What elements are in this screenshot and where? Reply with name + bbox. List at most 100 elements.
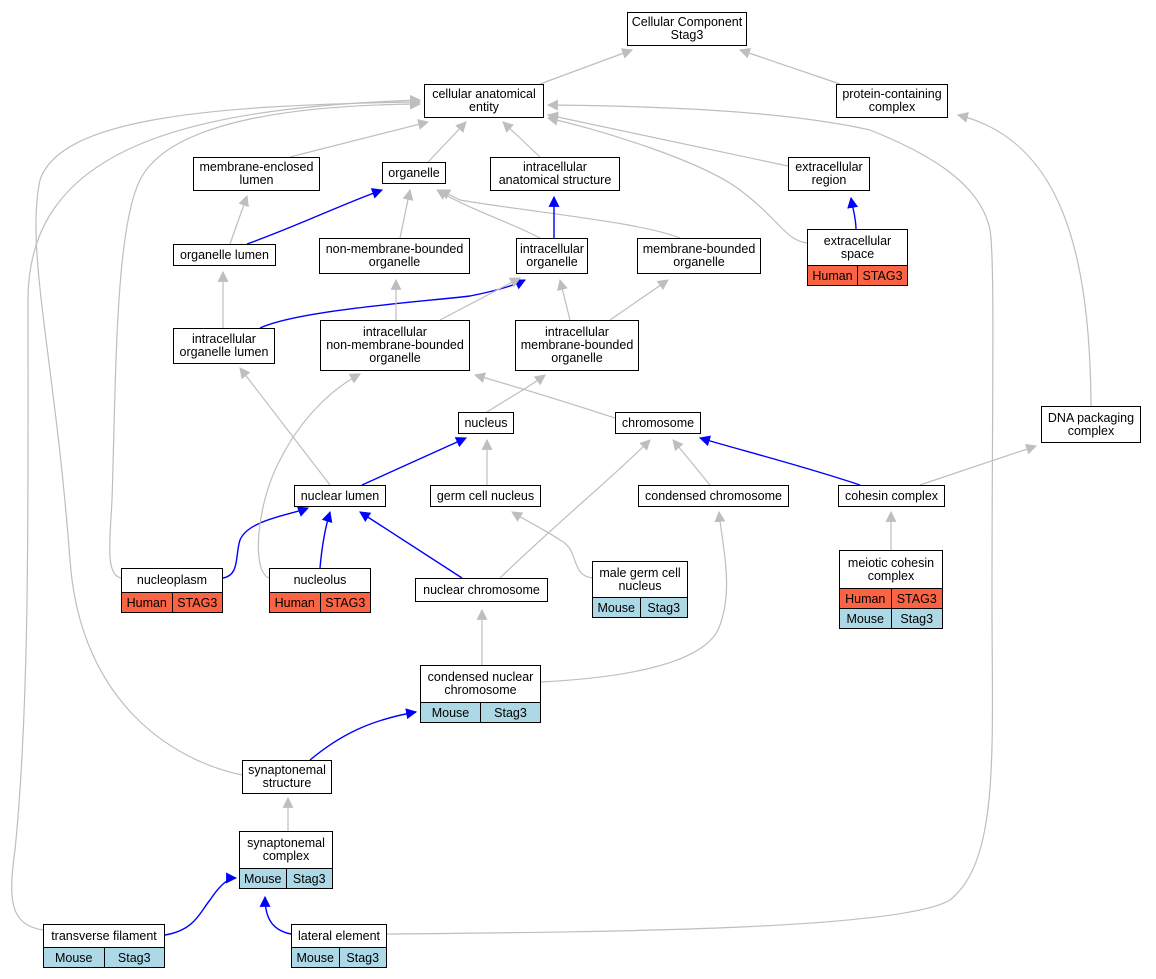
node-iol[interactable]: intracellular organelle lumen	[173, 328, 275, 364]
annotation-gene: STAG3	[319, 593, 371, 612]
annotation-species: Mouse	[431, 705, 470, 720]
node-coh[interactable]: cohesin complex	[838, 485, 945, 507]
edge-nchr-to-nlu	[359, 511, 463, 579]
annotation-gene: STAG3	[857, 266, 907, 285]
annotation-gene: Stag3	[639, 598, 688, 617]
node-nmbo[interactable]: non-membrane-bounded organelle	[319, 238, 470, 274]
node-io[interactable]: intracellular organelle	[516, 238, 588, 274]
edge-tf-to-cae	[11, 94, 422, 931]
node-label: Cellular Component Stag3	[631, 15, 743, 42]
node-label: synaptonemal structure	[248, 763, 326, 790]
annotation-species: Human	[812, 268, 853, 283]
node-label: membrane-bounded organelle	[642, 242, 756, 269]
node-label: protein-containing complex	[842, 87, 942, 114]
annotation-gene: Stag3	[890, 609, 943, 628]
node-label: nuclear chromosome	[423, 582, 540, 597]
edge-exs-to-cae	[546, 114, 808, 244]
node-label: DNA packaging complex	[1047, 410, 1135, 438]
edge-inmbo-to-io	[439, 277, 521, 321]
node-label: germ cell nucleus	[436, 488, 535, 503]
node-ias[interactable]: intracellular anatomical structure	[490, 157, 620, 191]
node-pcc[interactable]: protein-containing complex	[836, 84, 948, 118]
edge-imbo-to-mbo	[609, 279, 669, 321]
node-label: chromosome	[621, 415, 695, 430]
annotation-row-human: Human STAG3	[808, 265, 907, 285]
node-label: intracellular anatomical structure	[498, 160, 612, 187]
annotation-species: Mouse	[597, 600, 636, 615]
edge-iol-to-io	[259, 279, 526, 329]
node-label: condensed nuclear chromosome	[427, 670, 534, 697]
annotation-gene: Stag3	[103, 948, 165, 967]
node-cc[interactable]: Cellular Component Stag3	[627, 12, 747, 46]
node-label: intracellular organelle lumen	[179, 332, 269, 359]
edge-nchr-to-chr	[499, 439, 651, 579]
node-label: organelle	[388, 165, 440, 180]
edge-imbo-to-io	[557, 278, 571, 321]
edge-coh-to-chr	[698, 435, 861, 486]
edge-org-to-cae	[427, 121, 467, 163]
annotation-species: Mouse	[243, 871, 282, 886]
node-label: extracellular region	[795, 160, 863, 187]
edge-cchr-to-chr	[672, 439, 711, 486]
node-label: nucleoplasm	[136, 573, 208, 587]
node-label: meiotic cohesin complex	[847, 555, 935, 583]
node-mel[interactable]: membrane-enclosed lumen	[193, 157, 320, 191]
node-cchr[interactable]: condensed chromosome	[638, 485, 789, 507]
annotation-species: Mouse	[846, 611, 885, 626]
node-chr[interactable]: chromosome	[615, 412, 701, 434]
edge-mbo-to-org	[439, 189, 681, 239]
node-gcn[interactable]: germ cell nucleus	[430, 485, 541, 507]
annotation-species: Mouse	[296, 950, 335, 965]
edge-mel-to-cae	[289, 119, 430, 158]
annotation-row-human: Human STAG3	[840, 588, 942, 608]
node-label: organelle lumen	[180, 247, 269, 262]
node-mbo[interactable]: membrane-bounded organelle	[637, 238, 761, 274]
annotation-gene: Stag3	[285, 869, 333, 888]
edge-npl-to-cae	[109, 98, 422, 579]
node-dpc[interactable]: DNA packaging complex	[1041, 406, 1141, 443]
node-imbo[interactable]: intracellular membrane-bounded organelle	[515, 320, 639, 371]
edge-io-to-org	[436, 189, 541, 239]
node-olu[interactable]: organelle lumen	[173, 244, 276, 266]
node-label: cohesin complex	[844, 488, 939, 503]
edge-le-to-cae	[386, 99, 994, 935]
node-label: non-membrane-bounded organelle	[325, 242, 464, 269]
edge-nol-to-inmbo	[257, 373, 361, 579]
annotation-row-mouse: Mouse Stag3	[840, 608, 942, 628]
node-org[interactable]: organelle	[382, 162, 446, 184]
node-nuc[interactable]: nucleus	[458, 412, 514, 434]
annotation-species: Human	[845, 591, 886, 606]
node-nlu[interactable]: nuclear lumen	[294, 485, 386, 507]
node-label: lateral element	[298, 928, 380, 943]
node-inmbo[interactable]: intracellular non-membrane-bounded organ…	[320, 320, 470, 371]
node-sst[interactable]: synaptonemal structure	[242, 760, 332, 794]
edge-sst-to-cae	[35, 96, 422, 776]
node-nchr[interactable]: nuclear chromosome	[415, 578, 548, 602]
node-label: nucleolus	[293, 573, 347, 587]
node-label: synaptonemal complex	[247, 836, 325, 863]
annotation-gene: STAG3	[890, 589, 943, 608]
edge-nlu-to-nuc	[361, 437, 468, 486]
edge-chr-to-inmbo	[473, 372, 616, 419]
edge-mgcn-to-gcn	[511, 511, 593, 579]
node-label: membrane-enclosed lumen	[199, 160, 314, 187]
node-cae[interactable]: cellular anatomical entity	[424, 84, 544, 118]
node-exr[interactable]: extracellular region	[788, 157, 870, 191]
node-label: intracellular membrane-bounded organelle	[520, 325, 634, 365]
edge-nol-to-nlu	[319, 510, 333, 569]
